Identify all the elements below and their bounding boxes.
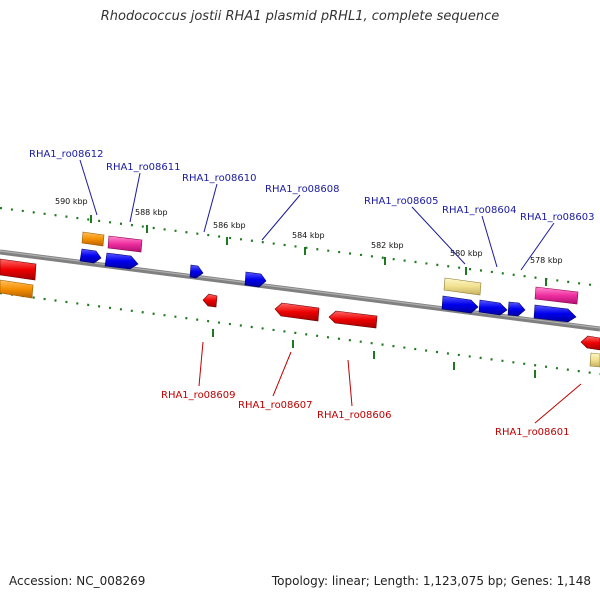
gene-left-edge-orange[interactable] — [0, 279, 34, 299]
leader-ro08609 — [198, 341, 204, 387]
gene-ro08603[interactable] — [533, 304, 577, 323]
label-ro08608[interactable]: RHA1_ro08608 — [265, 184, 340, 195]
ruler-label-590: 590 kbp — [55, 197, 88, 206]
gene-ro08610[interactable] — [189, 264, 204, 279]
ruler-label-580: 580 kbp — [450, 249, 483, 258]
label-ro08609[interactable]: RHA1_ro08609 — [161, 390, 236, 401]
forward-genes — [79, 231, 579, 323]
label-ro08610[interactable]: RHA1_ro08610 — [182, 173, 257, 184]
gene-ro08605[interactable] — [443, 277, 482, 296]
gene-left-edge-red[interactable] — [0, 258, 37, 281]
reverse-genes — [0, 258, 600, 368]
label-ro08607[interactable]: RHA1_ro08607 — [238, 400, 313, 411]
ruler-label-582: 582 kbp — [371, 241, 404, 250]
gene-ro08611-forward[interactable] — [104, 252, 139, 270]
ruler-label-586: 586 kbp — [213, 221, 246, 230]
label-ro08605[interactable]: RHA1_ro08605 — [364, 196, 439, 207]
label-ro08612[interactable]: RHA1_ro08612 — [29, 149, 104, 160]
gene-ro08606[interactable] — [328, 310, 378, 329]
gene-ro08601[interactable] — [580, 335, 600, 351]
gene-labels-bottom: RHA1_ro08609 RHA1_ro08607 RHA1_ro08606 R… — [161, 390, 570, 438]
leader-ro08608 — [261, 194, 301, 241]
gene-ro08604[interactable] — [478, 299, 508, 316]
label-ro08603[interactable]: RHA1_ro08603 — [520, 212, 595, 223]
top-ruler: 590 kbp 588 kbp 586 kbp 584 kbp 582 kbp … — [0, 197, 600, 288]
gene-ro08607[interactable] — [274, 302, 320, 322]
topology-summary-text: Topology: linear; Length: 1,123,075 bp; … — [271, 574, 591, 588]
leader-ro08612 — [79, 159, 98, 216]
ruler-label-584: 584 kbp — [292, 231, 325, 240]
bottom-ruler-dots — [0, 291, 600, 376]
gene-right-edge-yellow[interactable] — [589, 352, 600, 368]
leader-ro08605 — [411, 206, 466, 265]
top-ruler-dots — [0, 206, 600, 288]
gene-ro08603-pink[interactable] — [534, 286, 579, 305]
label-ro08606[interactable]: RHA1_ro08606 — [317, 410, 392, 421]
bottom-ruler — [0, 291, 600, 378]
gene-ro08612-forward[interactable] — [79, 248, 102, 264]
gene-ro08611[interactable] — [107, 235, 143, 253]
leader-ro08606 — [347, 359, 353, 407]
accession-text: Accession: NC_008269 — [9, 574, 146, 588]
gene-labels-top: RHA1_ro08612 RHA1_ro08611 RHA1_ro08610 R… — [29, 149, 595, 223]
gene-ro08612[interactable] — [81, 231, 105, 247]
leader-ro08603 — [520, 222, 555, 271]
gene-ro08603-small[interactable] — [507, 301, 526, 317]
gene-ro08605-forward[interactable] — [441, 295, 479, 314]
leader-ro08610 — [203, 183, 218, 233]
ruler-label-588: 588 kbp — [135, 208, 168, 217]
label-ro08601[interactable]: RHA1_ro08601 — [495, 427, 570, 438]
gene-ro08609[interactable] — [202, 293, 218, 308]
leader-ro08607 — [272, 351, 292, 397]
page-title: Rhodococcus jostii RHA1 plasmid pRHL1, c… — [100, 9, 500, 24]
ruler-label-578: 578 kbp — [530, 256, 563, 265]
gene-ro08608[interactable] — [244, 271, 267, 288]
leader-ro08601 — [534, 383, 582, 424]
leader-lines — [79, 159, 582, 424]
leader-ro08611 — [129, 172, 141, 223]
label-ro08611[interactable]: RHA1_ro08611 — [106, 162, 181, 173]
leader-ro08604 — [481, 215, 498, 268]
label-ro08604[interactable]: RHA1_ro08604 — [442, 205, 517, 216]
backbone-line — [0, 249, 600, 332]
